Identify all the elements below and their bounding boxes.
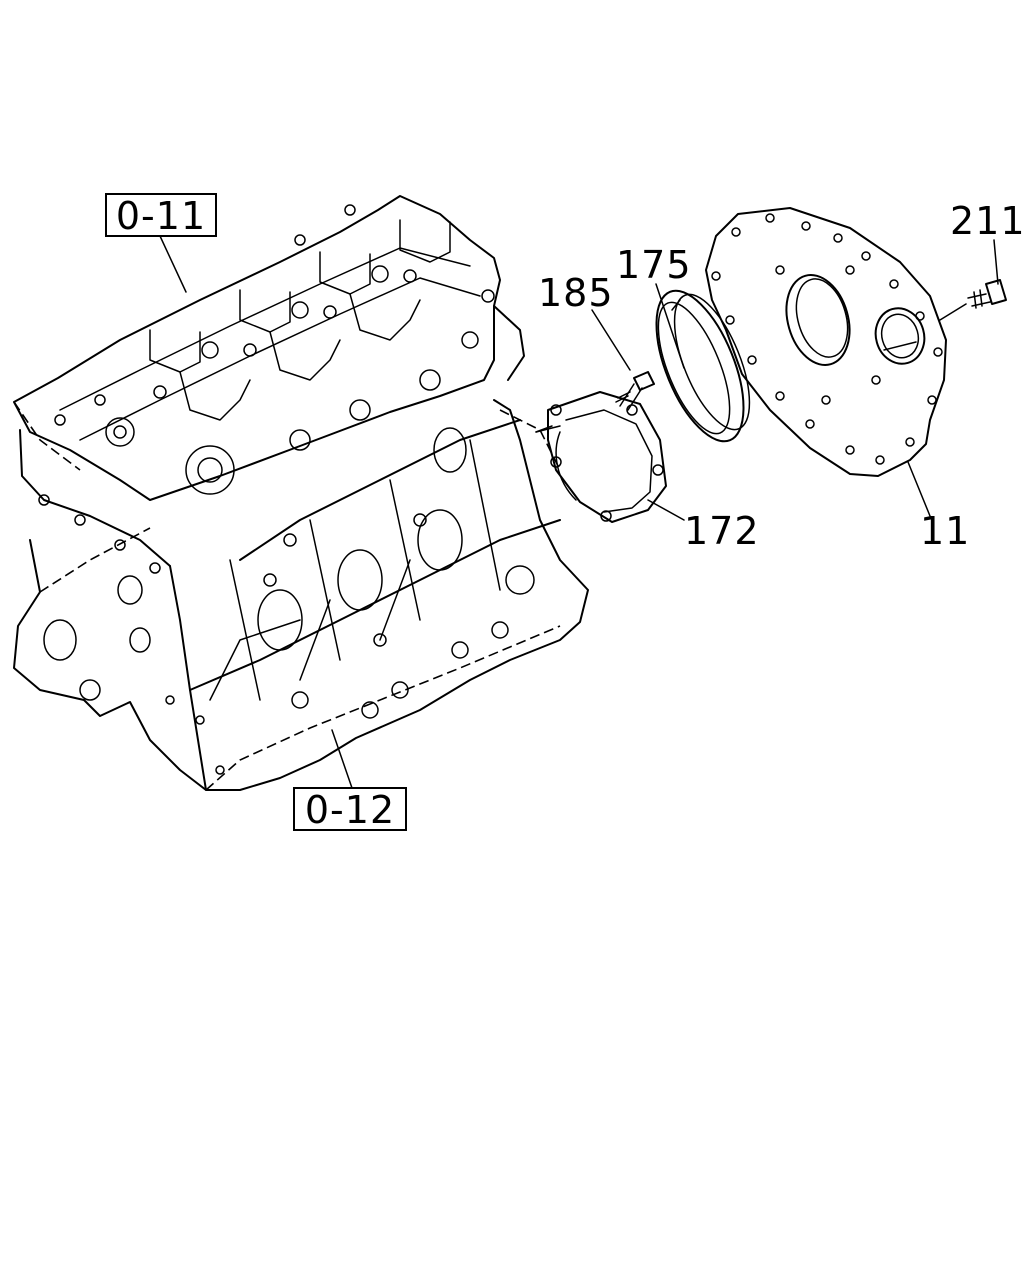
callout-11[interactable]: 11 [920,509,970,553]
callout-172[interactable]: 172 [684,509,760,553]
reference-box-lower[interactable]: 0-12 [293,787,407,832]
retainer-172 [535,391,667,523]
reference-label-upper: 0-11 [116,194,206,238]
callout-185[interactable]: 185 [538,271,614,315]
bolt-211 [967,279,1007,309]
callout-175[interactable]: 175 [616,243,692,287]
callout-211[interactable]: 211 [950,199,1024,243]
reference-box-upper[interactable]: 0-11 [105,193,217,238]
bolt-185 [615,371,655,411]
oil-seal-175 [655,289,751,443]
rear-plate-11 [705,207,947,477]
leader-lines [159,235,999,789]
reference-label-lower: 0-12 [305,788,395,832]
engine-block-illustration [13,195,589,791]
